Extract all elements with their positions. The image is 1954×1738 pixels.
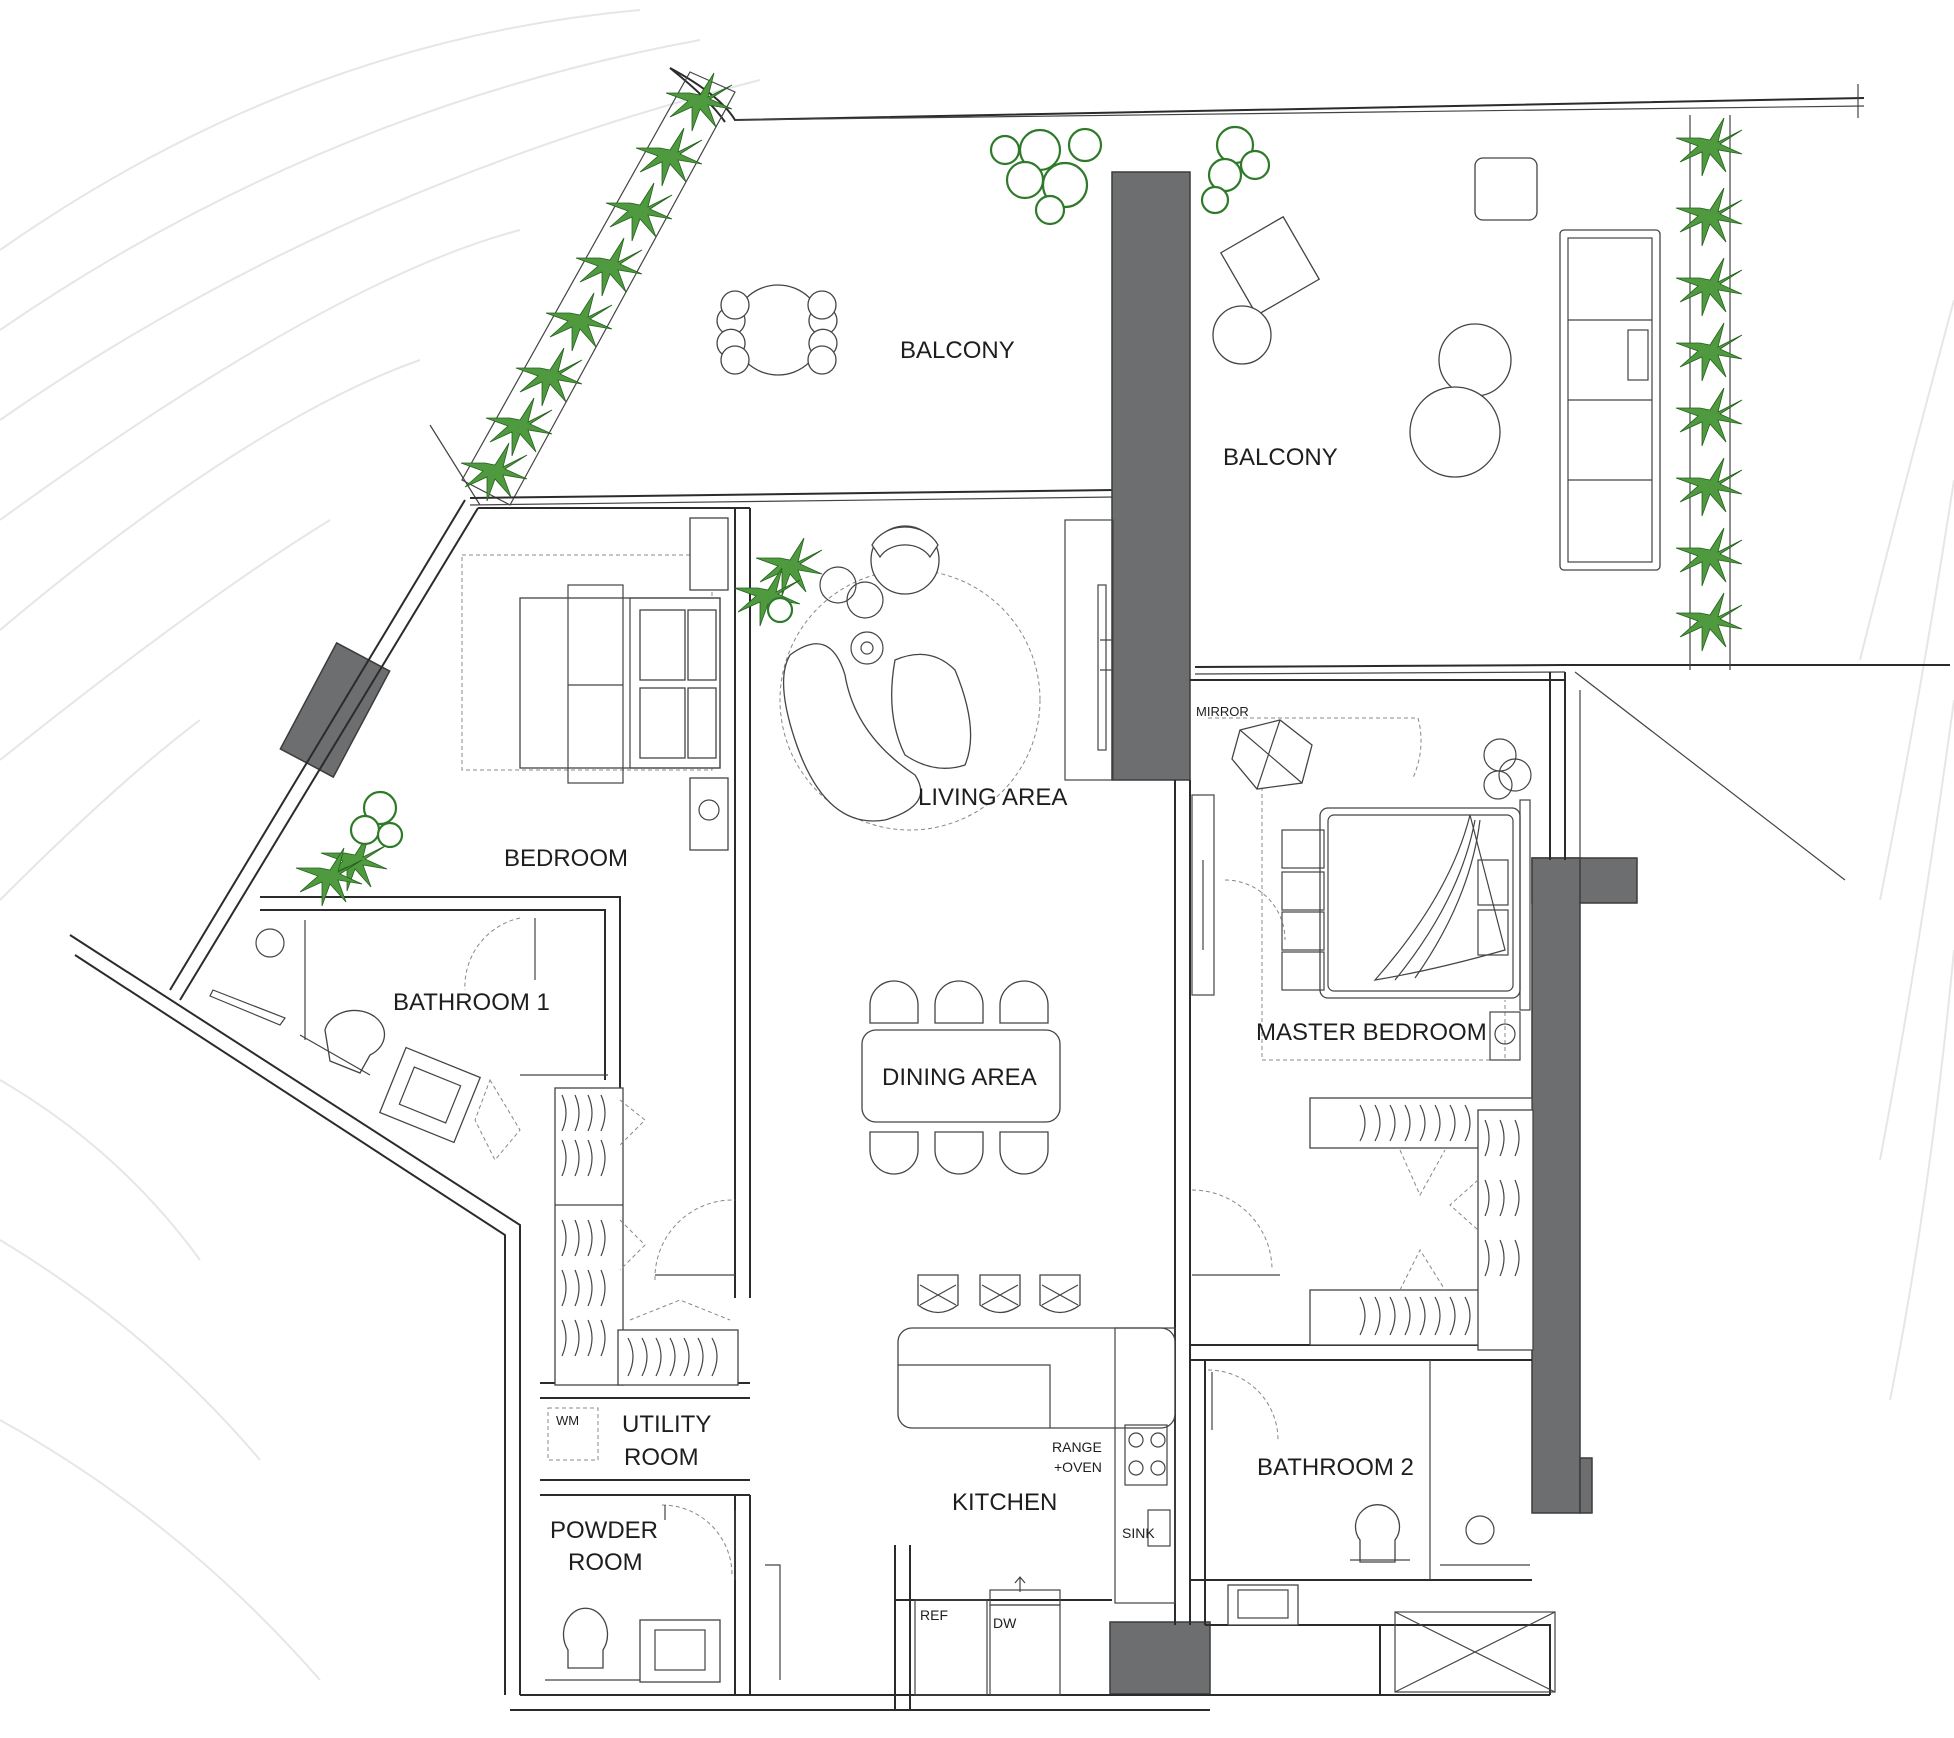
label-wm: WM bbox=[556, 1413, 579, 1428]
label-bathroom-2: BATHROOM 2 bbox=[1257, 1454, 1414, 1481]
label-utility-line2: ROOM bbox=[624, 1444, 699, 1471]
left-wardrobe bbox=[554, 1087, 739, 1386]
label-dw: DW bbox=[993, 1615, 1017, 1631]
balcony-outline bbox=[429, 67, 1950, 881]
label-bathroom-1: BATHROOM 1 bbox=[393, 989, 550, 1016]
kitchen-fixtures bbox=[897, 1274, 1176, 1696]
label-range-line2: +OVEN bbox=[1054, 1459, 1102, 1475]
dining-furniture bbox=[861, 980, 1061, 1175]
label-dining-area: DINING AREA bbox=[882, 1064, 1037, 1091]
master-bedroom-furniture bbox=[1191, 717, 1532, 1061]
balcony-dining-set bbox=[716, 284, 838, 376]
label-sink: SINK bbox=[1122, 1525, 1155, 1541]
label-range-line1: RANGE bbox=[1052, 1439, 1102, 1455]
planter-plants-right bbox=[1675, 117, 1743, 652]
utility-powder-fixtures bbox=[545, 1407, 736, 1683]
label-kitchen: KITCHEN bbox=[952, 1489, 1057, 1516]
master-wardrobes bbox=[1191, 1097, 1534, 1351]
label-powder-line1: POWDER bbox=[550, 1517, 658, 1544]
balcony-lounge-set bbox=[1212, 157, 1661, 571]
living-furniture bbox=[733, 525, 1041, 831]
label-bedroom: BEDROOM bbox=[504, 845, 628, 872]
bathroom-1-fixtures bbox=[209, 917, 536, 1161]
bathroom-2-fixtures bbox=[1207, 1369, 1530, 1626]
structural-columns bbox=[279, 171, 1638, 1695]
background-contours bbox=[0, 9, 1954, 1681]
label-living-area: LIVING AREA bbox=[918, 784, 1067, 811]
bedroom-furniture bbox=[461, 517, 729, 851]
label-master-bedroom: MASTER BEDROOM bbox=[1256, 1019, 1487, 1046]
balcony-bushes bbox=[989, 125, 1271, 226]
label-balcony-right: BALCONY bbox=[1223, 444, 1338, 471]
label-powder-line2: ROOM bbox=[568, 1549, 643, 1576]
label-balcony-left: BALCONY bbox=[900, 337, 1015, 364]
label-mirror: MIRROR bbox=[1196, 704, 1249, 719]
planter-plants-left bbox=[460, 72, 733, 502]
living-tv-unit bbox=[1064, 519, 1114, 781]
label-utility-line1: UTILITY bbox=[622, 1411, 711, 1438]
label-ref: REF bbox=[920, 1607, 948, 1623]
bedroom-plants bbox=[295, 790, 404, 907]
